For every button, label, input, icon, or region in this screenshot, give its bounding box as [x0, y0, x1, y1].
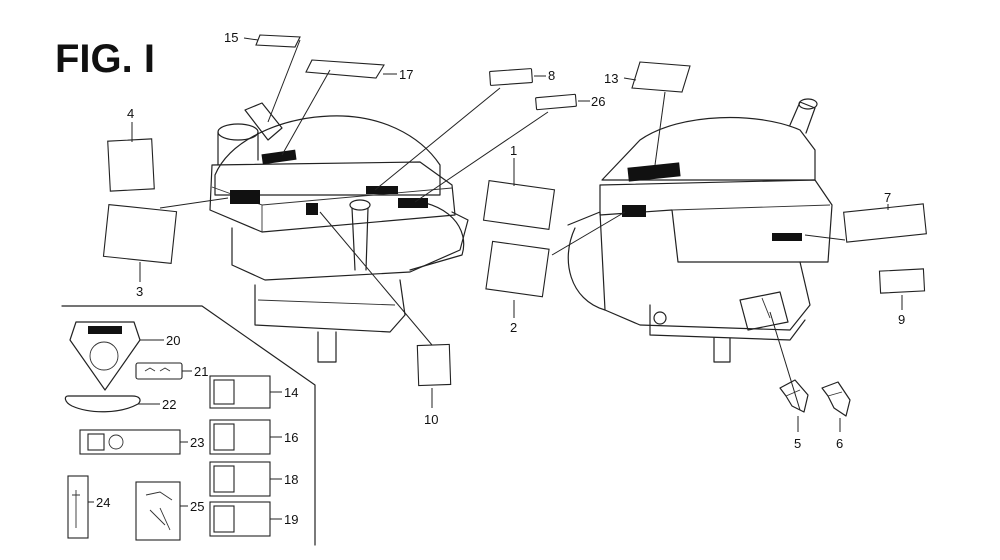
callout-19: 19 [284, 512, 298, 527]
callout-2: 2 [510, 320, 517, 335]
callout-15: 15 [224, 30, 238, 45]
callout-8: 8 [548, 68, 555, 83]
callout-14: 14 [284, 385, 298, 400]
callout-23: 23 [190, 435, 204, 450]
callout-24: 24 [96, 495, 110, 510]
figure-title: FIG. I [55, 37, 155, 81]
callout-18: 18 [284, 472, 298, 487]
callout-13: 13 [604, 71, 618, 86]
callout-1: 1 [510, 143, 517, 158]
callout-3: 3 [136, 284, 143, 299]
left-engine-illustration [209, 102, 469, 363]
callout-10: 10 [424, 412, 438, 427]
callout-26: 26 [591, 94, 605, 109]
callout-7: 7 [884, 190, 891, 205]
label-set-panel [61, 305, 316, 546]
callout-6: 6 [836, 436, 843, 451]
callout-21: 21 [194, 364, 208, 379]
callout-4: 4 [127, 106, 134, 121]
clip-parts [779, 379, 851, 417]
callout-9: 9 [898, 312, 905, 327]
callout-17: 17 [399, 67, 413, 82]
right-engine-illustration [567, 98, 833, 363]
loose-labels [102, 34, 927, 387]
callout-22: 22 [162, 397, 176, 412]
callout-numbers: 15 17 8 26 13 4 1 7 3 2 9 20 21 14 22 16… [96, 30, 905, 527]
callout-20: 20 [166, 333, 180, 348]
callout-25: 25 [190, 499, 204, 514]
callout-16: 16 [284, 430, 298, 445]
callout-5: 5 [794, 436, 801, 451]
leader-lines [88, 37, 903, 520]
